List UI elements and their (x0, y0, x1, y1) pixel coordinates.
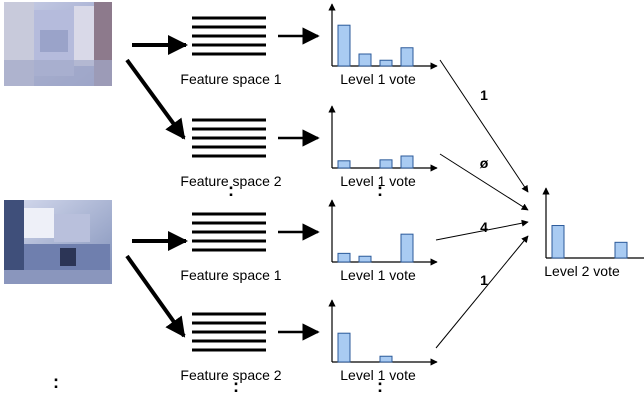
ellipsis-votes-bottom: : (377, 376, 383, 396)
vote-label: Level 1 vote (340, 173, 416, 189)
weight-label-4: 1 (480, 272, 488, 288)
ellipsis-votes-mid: : (377, 180, 383, 200)
level2-vote-label: Level 2 vote (544, 263, 620, 279)
level2-vote-bar-1 (551, 225, 565, 259)
weight-label-1: 1 (480, 87, 488, 103)
level1-vote-1-bar-2 (358, 53, 372, 67)
level2-vote-bar-4 (614, 241, 628, 259)
weight-arrow-2 (439, 153, 529, 211)
vote-label: Level 1 vote (340, 367, 416, 383)
feature-space-label: Feature space 1 (180, 267, 281, 283)
feature-space-lines (192, 16, 266, 56)
level1-vote-2-bar-3 (379, 159, 393, 169)
row-2: Feature space 2 Level 1 vote ø (180, 105, 529, 211)
level1-vote-4-bar-3 (379, 355, 393, 363)
weight-arrow-3 (435, 219, 529, 241)
row-1: Feature space 1 Level 1 vote 1 (180, 3, 529, 193)
level1-vote-3-bar-4 (400, 233, 414, 263)
level2-vote: Level 2 vote (542, 187, 644, 279)
level1-vote-3-bar-1 (337, 252, 351, 263)
level1-vote-2-bar-4 (400, 155, 414, 169)
photo-arrows (125, 35, 188, 338)
row-3: Feature space 1 Level 1 vote 4 (180, 199, 529, 283)
ellipsis-photos: : (53, 372, 59, 392)
feature-space-label: Feature space 2 (180, 367, 281, 383)
feature-space-lines (192, 312, 266, 352)
feature-space-lines (192, 212, 266, 252)
level1-vote-2-bar-1 (337, 160, 351, 169)
feature-space-label: Feature space 2 (180, 173, 281, 189)
level1-vote-3-bar-2 (358, 255, 372, 263)
kitchen-photo-1 (4, 2, 112, 86)
weight-arrow-4 (435, 235, 529, 349)
level1-vote-4-bar-1 (337, 332, 351, 363)
level1-vote-1-bar-1 (337, 24, 351, 67)
ellipsis-features-mid: : (228, 180, 234, 200)
weight-arrow-1 (439, 59, 529, 193)
level1-vote-1-bar-4 (400, 47, 414, 67)
feature-space-lines (192, 118, 266, 158)
row-4: Feature space 2 Level 1 vote 1 (180, 235, 529, 383)
vote-label: Level 1 vote (340, 267, 416, 283)
level1-vote-1-bar-3 (379, 59, 393, 67)
weight-label-3: 4 (480, 219, 488, 235)
feature-space-label: Feature space 1 (180, 71, 281, 87)
kitchen-photo-2 (4, 200, 112, 284)
ellipsis-group: : : : : : (53, 180, 383, 396)
vote-label: Level 1 vote (340, 71, 416, 87)
weight-label-2: ø (480, 155, 489, 171)
ellipsis-features-bottom: : (233, 376, 239, 396)
